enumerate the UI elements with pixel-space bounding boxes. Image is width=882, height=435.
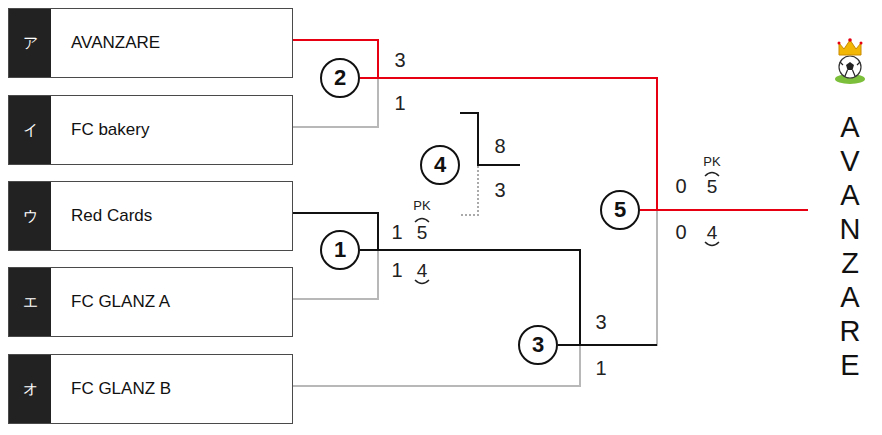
pk-score: 5 xyxy=(417,223,428,242)
match-number-text: 2 xyxy=(334,67,346,89)
team-name: FC GLANZ A xyxy=(51,292,184,312)
pk-mark xyxy=(705,242,719,246)
pk-mark xyxy=(705,173,719,177)
champion-icon xyxy=(835,38,865,84)
team-code: ア xyxy=(9,9,51,77)
score: 0 xyxy=(675,176,686,196)
score: 0 xyxy=(675,222,686,242)
match-number: 2 xyxy=(320,58,360,98)
match-number: 4 xyxy=(420,145,460,185)
pk-score: 4 xyxy=(707,223,718,242)
team-code: ウ xyxy=(9,182,51,250)
pk-score: 5 xyxy=(707,177,718,196)
team-name: FC bakery xyxy=(51,120,163,140)
pk-label: PK xyxy=(703,155,720,168)
pk-mark xyxy=(415,219,429,223)
champion-name: AVANZARE xyxy=(836,110,865,382)
score: 1 xyxy=(595,358,606,378)
team-code: エ xyxy=(9,268,51,336)
winner-line xyxy=(657,209,808,211)
score: 3 xyxy=(394,50,405,70)
team-code: イ xyxy=(9,96,51,164)
team-box: ウRed Cards xyxy=(8,181,293,251)
score: 8 xyxy=(494,136,505,156)
match-number-text: 4 xyxy=(434,154,446,176)
bracket-line xyxy=(460,113,520,165)
match-number-text: 1 xyxy=(334,239,346,261)
score: 1 xyxy=(394,93,405,113)
team-box: イFC bakery xyxy=(8,95,293,165)
team-name: FC GLANZ B xyxy=(51,379,185,399)
match-number-text: 3 xyxy=(532,334,544,356)
team-name: Red Cards xyxy=(51,206,166,226)
pk-mark xyxy=(415,280,429,284)
dotted-line xyxy=(460,166,478,215)
bracket-line xyxy=(558,210,657,345)
team-name: AVANZARE xyxy=(51,33,174,53)
match-number: 3 xyxy=(518,325,558,365)
score: 3 xyxy=(595,312,606,332)
team-box: エFC GLANZ A xyxy=(8,267,293,337)
score: 1 xyxy=(391,222,402,242)
team-box: アAVANZARE xyxy=(8,8,293,78)
team-code: オ xyxy=(9,355,51,423)
team-box: オFC GLANZ B xyxy=(8,354,293,424)
pk-score: 4 xyxy=(417,261,428,280)
match-number: 5 xyxy=(600,190,640,230)
match-number: 1 xyxy=(320,230,360,270)
bracket-line xyxy=(580,344,657,346)
pk-label: PK xyxy=(413,199,430,212)
score: 1 xyxy=(391,260,402,280)
score: 3 xyxy=(494,180,505,200)
match-number-text: 5 xyxy=(614,199,626,221)
